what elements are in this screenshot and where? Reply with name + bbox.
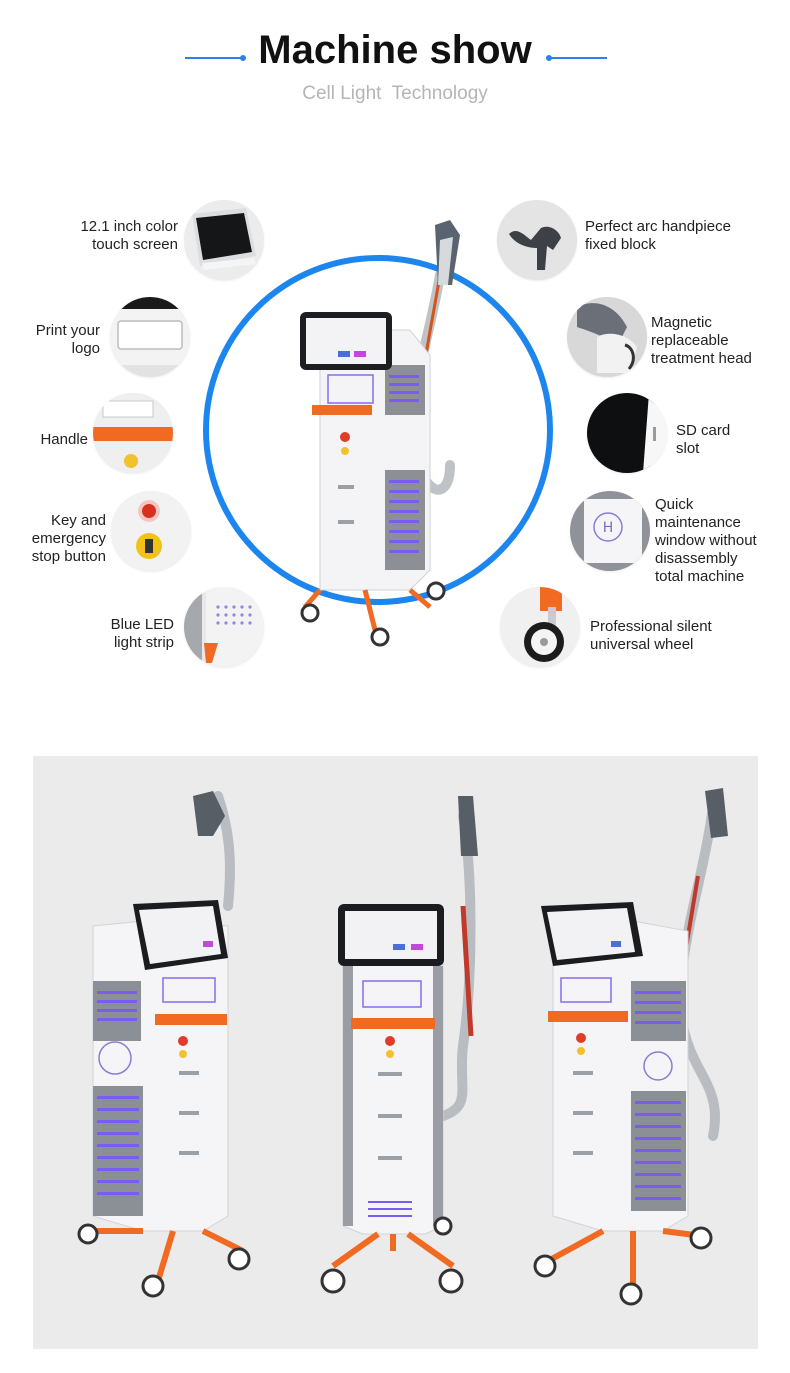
machine-gallery [33, 756, 758, 1349]
feature-label-handle: Handle [40, 431, 88, 448]
title-left-line [185, 57, 242, 59]
feature-label-sd-card: SD card slot [676, 422, 731, 457]
emergency-stop-icon [111, 491, 191, 571]
page-title: Machine show [258, 28, 532, 72]
hero-machine-image [300, 220, 460, 647]
svg-text:H: H [603, 520, 614, 536]
touch-screen-icon [184, 200, 264, 280]
feature-label-wheel: Professional silent universal wheel [590, 618, 712, 653]
feature-label-maintenance-window: Quick maintenance window without disasse… [655, 496, 757, 585]
machine-gallery-image [77, 788, 728, 1306]
machine-view-center [320, 796, 478, 1294]
title-right-line [550, 57, 607, 59]
led-strip-icon [184, 587, 264, 667]
title-left-dot [240, 55, 246, 61]
logo-panel-icon [110, 297, 190, 377]
sd-card-icon [587, 393, 667, 473]
title-right-dot [546, 55, 552, 61]
machine-view-right [533, 788, 728, 1306]
feature-label-logo: Print your logo [35, 322, 100, 357]
handle-icon [93, 393, 173, 473]
handpiece-holder-icon [497, 200, 577, 280]
feature-label-treatment-head: Magnetic replaceable treatment head [651, 314, 752, 367]
highlight-ring [203, 255, 553, 605]
feature-label-handpiece-holder: Perfect arc handpiece fixed block [585, 218, 731, 253]
maintenance-window-icon: H [570, 491, 650, 571]
feature-label-led-strip: Blue LED light strip [110, 616, 174, 651]
wheel-icon [500, 587, 580, 667]
page-subtitle: Cell Light Technology [302, 83, 488, 104]
feature-label-touch-screen: 12.1 inch color touch screen [80, 218, 178, 253]
treatment-head-icon [567, 297, 647, 377]
machine-view-left [77, 791, 251, 1298]
feature-label-emergency-stop: Key and emergency stop button [31, 512, 106, 565]
